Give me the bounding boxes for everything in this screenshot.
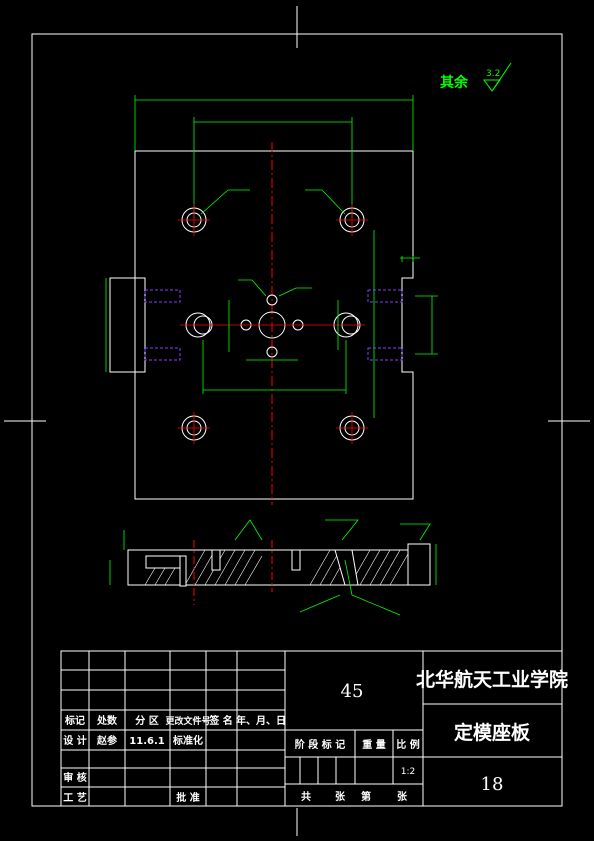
scale-value: 1:2 (401, 767, 415, 777)
weight-label: 重 量 (362, 738, 385, 751)
section-view (109, 519, 437, 616)
screw-holes (144, 289, 403, 361)
sheet-num-label: 第 (361, 790, 371, 803)
craft-label: 工 艺 (63, 791, 86, 804)
scale-label: 比 例 (396, 738, 419, 751)
plate-outline (134, 150, 414, 500)
surface-roughness-note: 其余 3.2 (440, 62, 512, 92)
stage-label: 阶 段 标 记 (295, 738, 345, 751)
approve-label: 批 准 (176, 791, 199, 804)
school-name: 北华航天工业学院 (416, 668, 568, 691)
title-block-text: 45 北华航天工业学院 定模座板 18 标记 处数 分 区 更改文件号 签 名 … (63, 668, 568, 804)
left-block (109, 277, 146, 373)
design-label: 设 计 (63, 734, 86, 747)
roughness-symbol (483, 62, 512, 92)
header-mark: 标记 (64, 714, 85, 727)
surface-note-label: 其余 (440, 74, 469, 91)
drawing-number: 18 (481, 774, 504, 795)
sheet-total-label: 共 (301, 790, 311, 803)
design-date: 11.6.1 (129, 736, 164, 747)
header-date: 年、月、日 (236, 714, 286, 727)
title-block (60, 650, 563, 807)
standardization-label: 标准化 (172, 734, 203, 747)
plan-view (105, 95, 438, 505)
top-dimensions (134, 95, 414, 218)
sheet-label: 张 (335, 790, 346, 803)
part-name: 定模座板 (454, 721, 531, 744)
sheet-end-label: 张 (397, 790, 408, 803)
header-count: 处数 (96, 714, 118, 727)
roughness-value: 3.2 (486, 69, 500, 79)
header-change-doc: 更改文件号 (165, 715, 210, 727)
review-label: 审 核 (63, 771, 86, 784)
header-sign: 签 名 (208, 714, 232, 727)
material: 45 (341, 681, 364, 702)
designer: 赵参 (96, 734, 117, 747)
header-zone: 分 区 (135, 714, 158, 727)
